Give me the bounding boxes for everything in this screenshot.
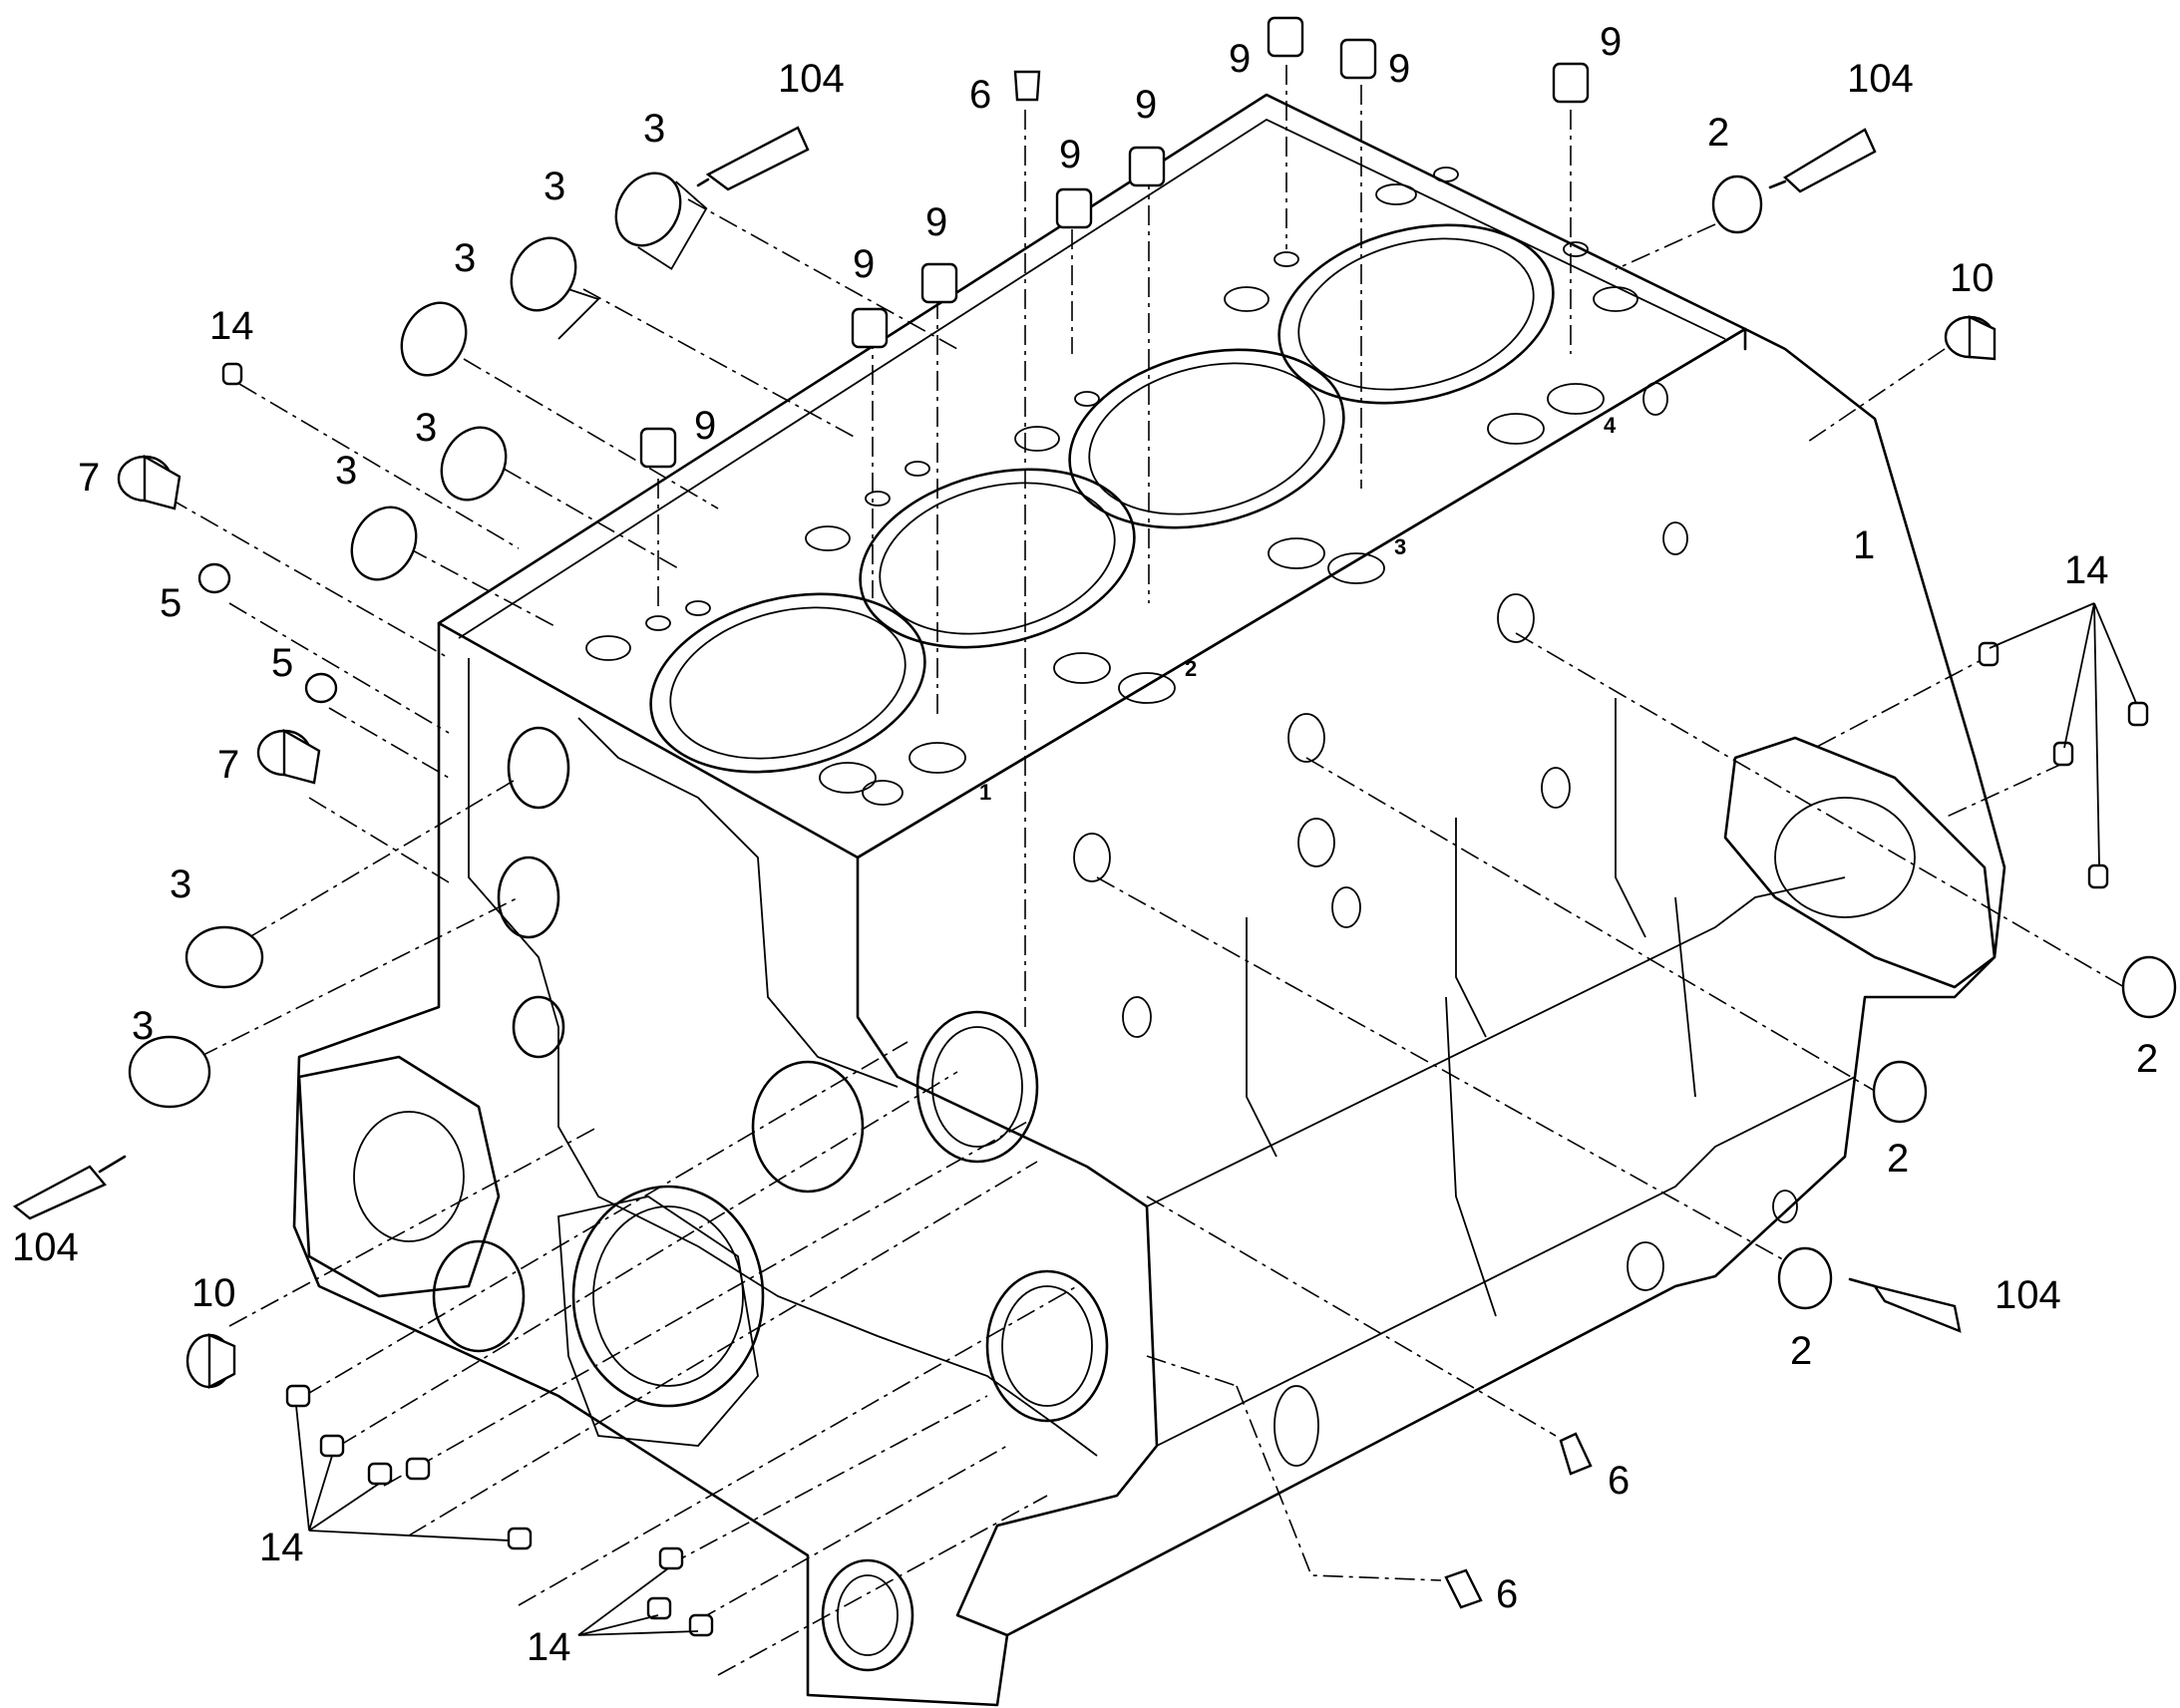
- callout-9: 9: [694, 404, 716, 448]
- callout-9: 9: [1059, 133, 1081, 176]
- callout-6: 6: [1608, 1459, 1630, 1503]
- callout-9: 9: [1600, 20, 1622, 64]
- callout-104-top-left: 104: [778, 57, 845, 101]
- right-side-features: [1073, 382, 1997, 1467]
- callout-5: 5: [160, 581, 182, 625]
- plugs-10: [185, 315, 1997, 1389]
- cylinder-4-mark: 4: [1604, 413, 1617, 438]
- callout-9: 9: [853, 242, 875, 286]
- sealant-tubes-104: [12, 126, 1962, 1333]
- callout-leaders: [295, 602, 2137, 1636]
- cylinder-block: [292, 93, 2006, 1707]
- dowel-sleeves-9: [639, 16, 1590, 469]
- callout-3: 3: [643, 107, 665, 151]
- callout-2: 2: [1887, 1137, 1909, 1181]
- cylinder-3-mark: 3: [1394, 534, 1406, 559]
- callout-5: 5: [271, 641, 293, 685]
- front-face-openings: [297, 726, 1109, 1672]
- callout-14: 14: [209, 304, 254, 348]
- block-markings: 1 2 3 4: [979, 413, 1617, 805]
- callout-7: 7: [78, 456, 100, 500]
- cylinder-2-mark: 2: [1185, 656, 1197, 681]
- plugs-6: [1013, 70, 1593, 1609]
- cylinder-1-mark: 1: [979, 780, 991, 805]
- core-plugs-3: [128, 171, 708, 1109]
- plugs-7-and-5: [117, 454, 338, 785]
- callout-10: 10: [1950, 256, 1995, 300]
- callout-9: 9: [925, 200, 947, 244]
- callout-2: 2: [2136, 1037, 2158, 1081]
- callout-2: 2: [1707, 111, 1729, 155]
- callout-10: 10: [191, 1271, 236, 1315]
- cylinder-bores: [649, 223, 1555, 774]
- callout-3: 3: [170, 862, 191, 906]
- callout-14: 14: [527, 1625, 571, 1669]
- callout-3: 3: [454, 236, 476, 280]
- callout-3: 3: [335, 449, 357, 493]
- plugs-14: [221, 362, 2149, 1637]
- deck-holes: [585, 167, 1638, 806]
- callout-6: 6: [1496, 1572, 1518, 1616]
- callout-2: 2: [1790, 1329, 1812, 1373]
- callout-9: 9: [1388, 47, 1410, 91]
- callout-3: 3: [544, 165, 565, 208]
- callout-104-left: 104: [12, 1225, 79, 1269]
- callout-3: 3: [415, 406, 437, 450]
- callout-9: 9: [1229, 37, 1251, 81]
- callout-104-bottom-right: 104: [1995, 1273, 2061, 1317]
- callout-9: 9: [1135, 83, 1157, 127]
- callout-3: 3: [132, 1004, 154, 1048]
- callout-104-top-right: 104: [1847, 57, 1914, 101]
- callout-1: 1: [1853, 523, 1875, 567]
- callout-6: 6: [969, 73, 991, 117]
- core-plugs-2: [1711, 174, 2177, 1310]
- callout-labels: 104 104 104 104 3 3 3 3 3 3 3 14 14 14 1…: [12, 20, 2158, 1669]
- assembly-lines: [169, 65, 2125, 1676]
- callout-14: 14: [2064, 548, 2109, 592]
- callout-14: 14: [259, 1526, 304, 1569]
- callout-7: 7: [217, 743, 239, 787]
